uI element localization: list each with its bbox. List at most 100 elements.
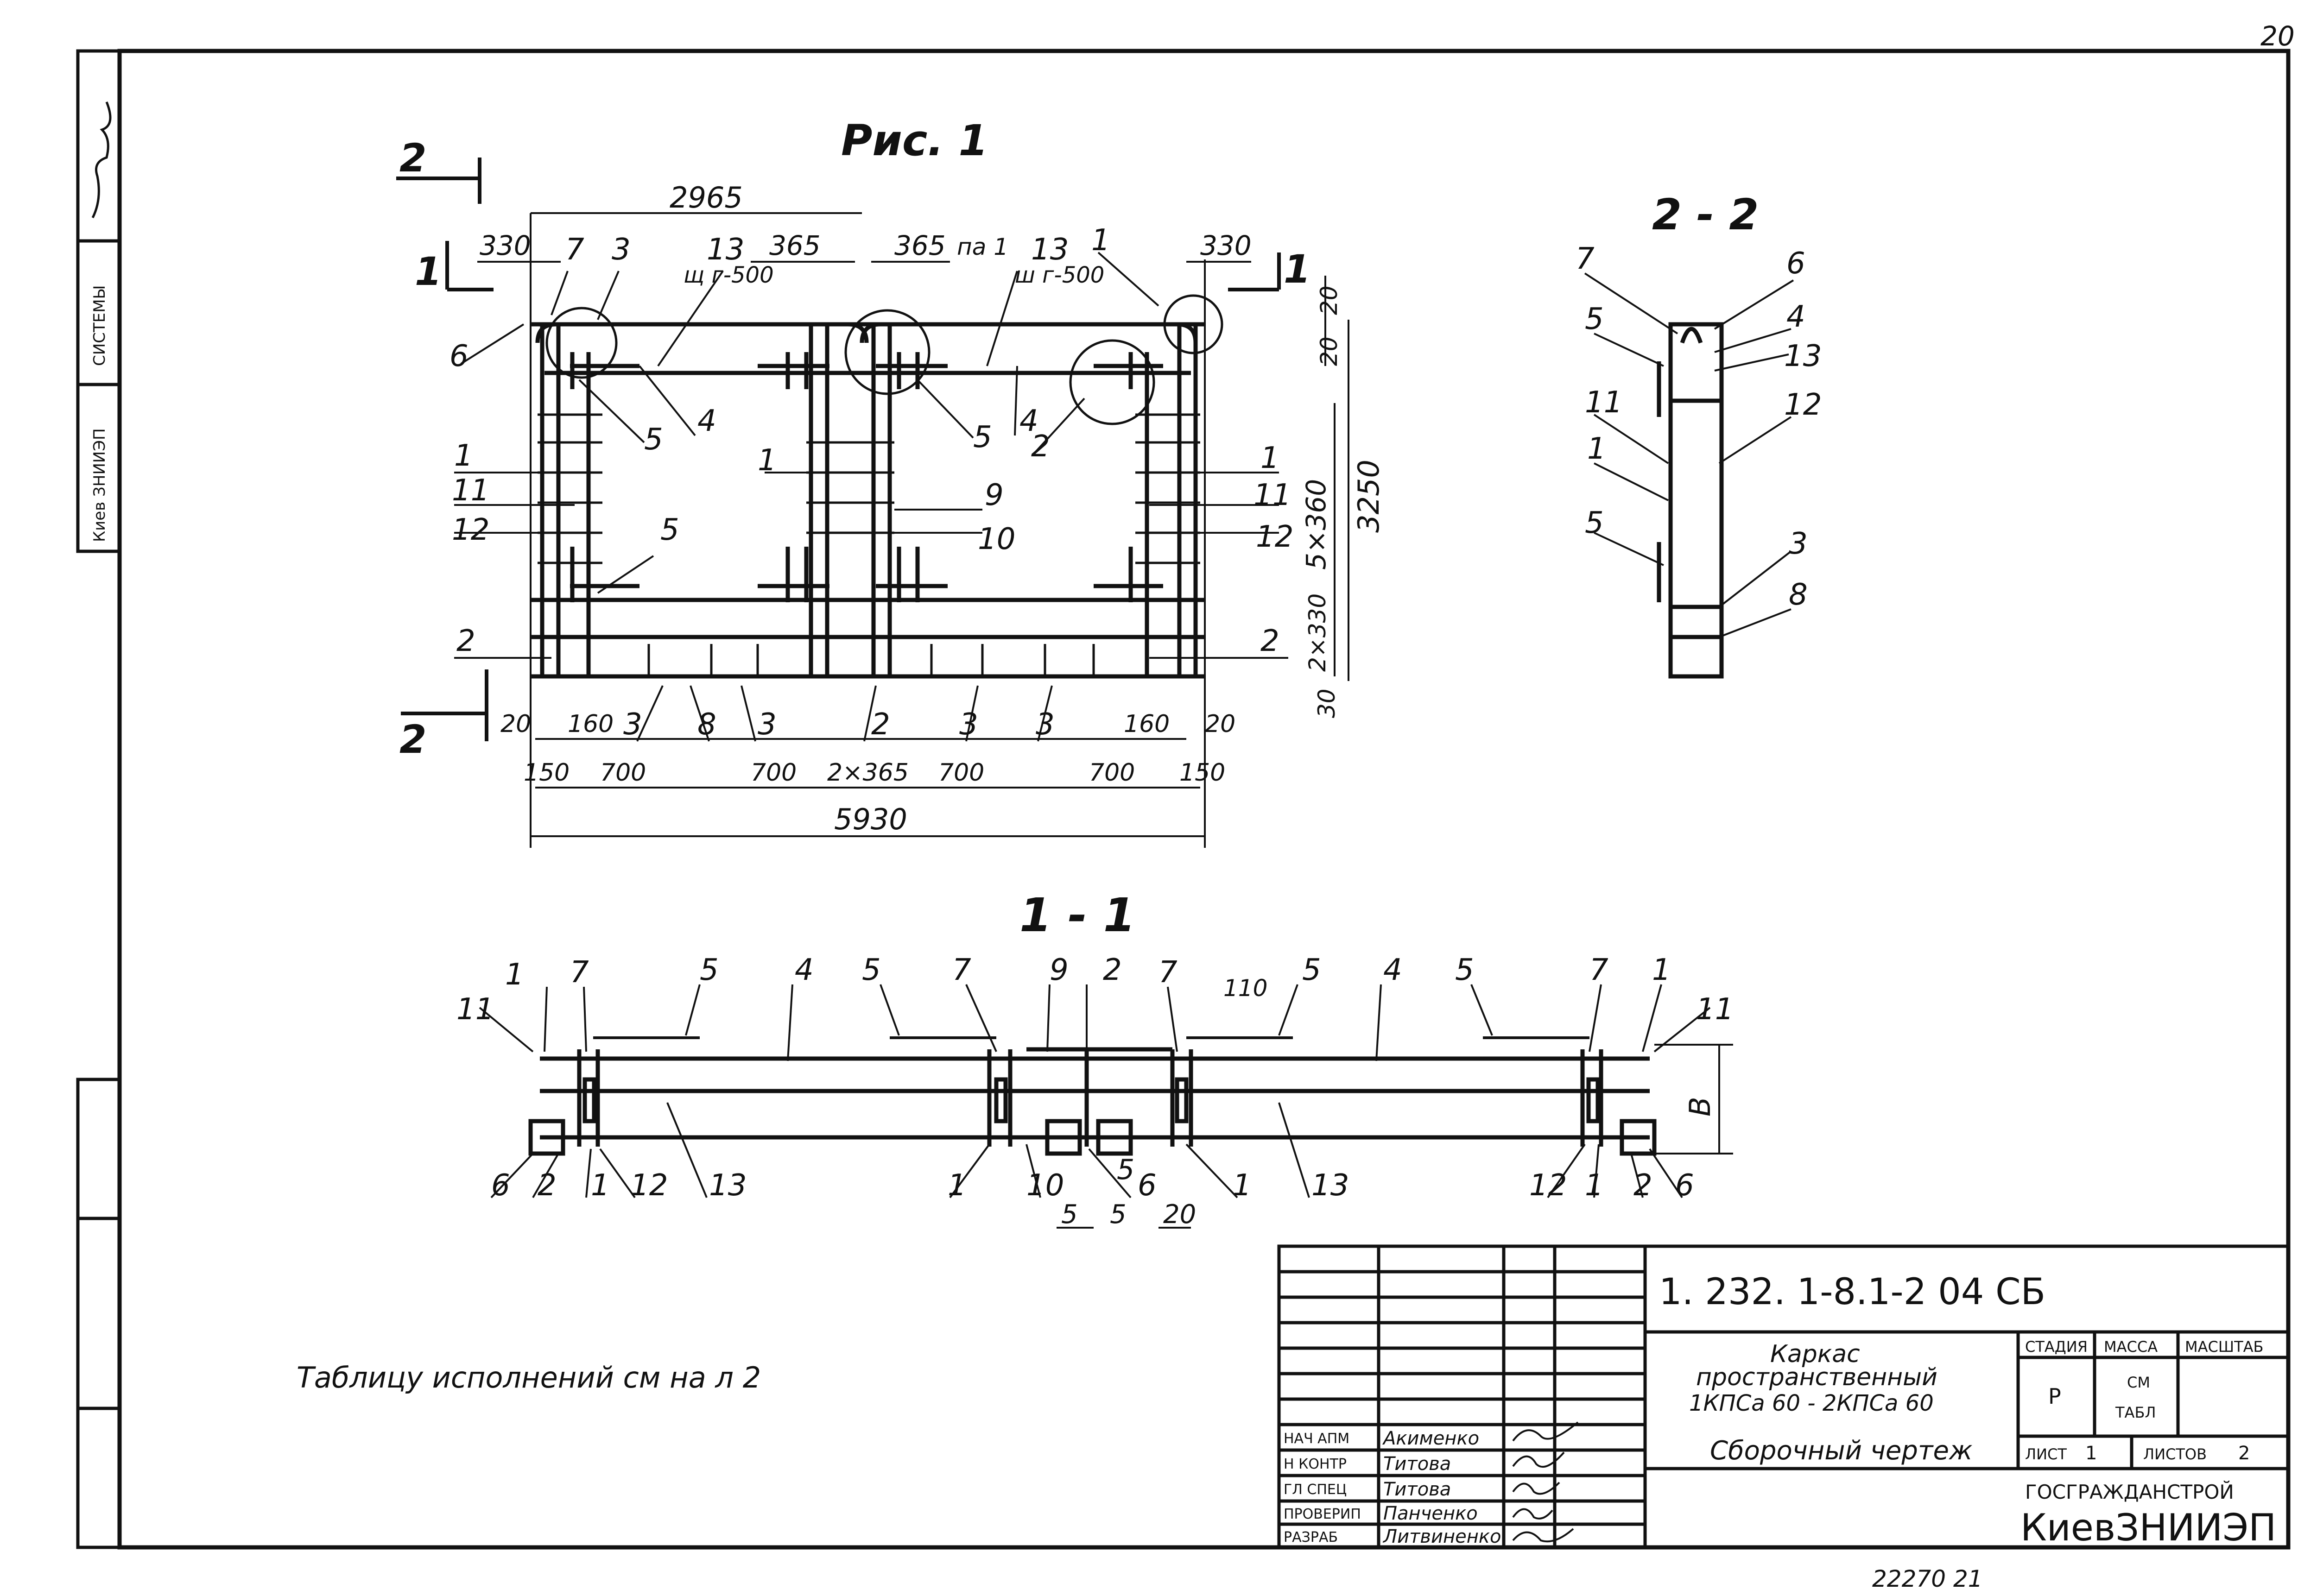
name-2: Титова bbox=[1383, 1453, 1451, 1475]
callout-3-b3: 3 bbox=[959, 707, 978, 742]
callout-5-b: 5 bbox=[973, 420, 992, 454]
sec22-title: 2 - 2 bbox=[1652, 190, 1759, 240]
section-marker-1-left bbox=[445, 241, 494, 291]
callout-4-b: 4 bbox=[1019, 404, 1038, 438]
sec22-callout-7: 7 bbox=[1576, 242, 1595, 276]
sec11-top-11a: 11 bbox=[456, 992, 494, 1027]
sheet-value: 1 bbox=[2085, 1443, 2097, 1464]
sec11-bot-12b: 12 bbox=[1529, 1168, 1567, 1203]
callout-3-b4: 3 bbox=[1036, 707, 1055, 742]
sec11-top-7a: 7 bbox=[570, 955, 589, 990]
sec11-bot-13b: 13 bbox=[1311, 1168, 1349, 1203]
mass-value-1: СМ bbox=[2127, 1374, 2150, 1391]
callout-3-b2: 3 bbox=[758, 707, 777, 742]
header-stage: СТАДИЯ bbox=[2025, 1338, 2088, 1356]
section-1-1: 1 - 1 bbox=[456, 888, 1734, 1230]
note-shag-right: ш г-500 bbox=[1015, 262, 1104, 288]
sec11-top-7b: 7 bbox=[952, 953, 971, 987]
callout-2-circle: 2 bbox=[1031, 429, 1050, 464]
note-shag-left: щ г-500 bbox=[684, 262, 774, 288]
role-2: Н КОНТР bbox=[1284, 1456, 1347, 1472]
dim-700-b: 700 bbox=[751, 759, 797, 787]
org-line-2: КиевЗНИИЭП bbox=[2020, 1506, 2276, 1549]
fig1-title: Рис. 1 bbox=[841, 116, 988, 165]
callout-4-a: 4 bbox=[697, 404, 716, 438]
sec22-body bbox=[1657, 322, 1724, 679]
sec11-bot-1b: 1 bbox=[948, 1168, 967, 1203]
sec11-dimline-b bbox=[1654, 1044, 1733, 1154]
sec22-callout-5: 5 bbox=[1585, 302, 1604, 336]
dim-160-bl: 160 bbox=[568, 710, 614, 738]
title-block bbox=[1277, 1244, 2290, 1549]
sec11-top-1b: 1 bbox=[1652, 953, 1671, 987]
callout-3-b1: 3 bbox=[623, 707, 642, 742]
sheet-frame bbox=[117, 49, 2291, 1550]
section-2-label-bottom: 2 bbox=[399, 717, 426, 762]
sec11-top-4a: 4 bbox=[795, 953, 814, 987]
sheets-label: ЛИСТОВ bbox=[2143, 1445, 2207, 1463]
sheets-value: 2 bbox=[2238, 1443, 2250, 1464]
stamp-org-label: Киев ЗНИИЭП bbox=[90, 428, 109, 542]
callout-13-right: 13 bbox=[1031, 233, 1069, 267]
sec22-callout-11: 11 bbox=[1585, 385, 1622, 420]
callout-11-right: 11 bbox=[1253, 478, 1291, 512]
sec11-bot-6a: 6 bbox=[491, 1168, 510, 1203]
sec11-bot-6b: 6 bbox=[1138, 1168, 1157, 1203]
sec22-callout-5b: 5 bbox=[1585, 506, 1604, 540]
sec11-bot-10: 10 bbox=[1026, 1168, 1064, 1203]
note-pa1: па 1 bbox=[957, 233, 1008, 260]
sec11-bot-1a: 1 bbox=[591, 1168, 610, 1203]
sec22-callout-8: 8 bbox=[1789, 578, 1808, 612]
name-5: Литвиненко bbox=[1382, 1526, 1501, 1547]
name-4: Панченко bbox=[1383, 1503, 1478, 1524]
sec22-callout-1: 1 bbox=[1587, 432, 1606, 466]
callout-2-left: 2 bbox=[456, 624, 475, 658]
sec11-top-11b: 11 bbox=[1696, 992, 1734, 1027]
dim-365-b: 365 bbox=[894, 230, 946, 261]
footer-number: 22270 21 bbox=[1872, 1565, 1983, 1592]
header-scale: МАСШТАБ bbox=[2185, 1338, 2263, 1356]
role-5: РАЗРАБ bbox=[1284, 1529, 1338, 1546]
dim-330-left: 330 bbox=[480, 230, 531, 261]
stamp-signature bbox=[91, 101, 112, 219]
left-stamp bbox=[76, 49, 121, 1549]
product-name-3: 1КПСа 60 - 2КПСа 60 bbox=[1689, 1390, 1934, 1416]
sec11-top-7c: 7 bbox=[1158, 955, 1177, 990]
mass-value-2: ТАБЛ bbox=[2115, 1404, 2156, 1421]
callout-11-left: 11 bbox=[452, 473, 489, 508]
dimension-lines bbox=[477, 212, 1349, 848]
product-name-2: пространственный bbox=[1696, 1363, 1937, 1391]
sec11-body bbox=[528, 1047, 1657, 1156]
dim-150-r: 150 bbox=[1179, 759, 1225, 787]
sec22-callout-3: 3 bbox=[1789, 527, 1808, 561]
sec22-callout-4: 4 bbox=[1786, 300, 1805, 334]
embedded-plates bbox=[570, 352, 1163, 602]
dim-2x365: 2×365 bbox=[827, 759, 909, 787]
sec11-height-label: B bbox=[1683, 1097, 1717, 1117]
sec11-bot-5a: 5 bbox=[1117, 1154, 1134, 1186]
sec11-leaders bbox=[479, 984, 1711, 1229]
dim-700-d: 700 bbox=[1089, 759, 1135, 787]
product-name-1: Каркас bbox=[1770, 1340, 1860, 1368]
sec11-top-7d: 7 bbox=[1589, 953, 1608, 987]
callout-1-right: 1 bbox=[1260, 441, 1279, 475]
signatures bbox=[1512, 1421, 1579, 1543]
callout-12-left: 12 bbox=[452, 513, 489, 547]
hooks bbox=[535, 322, 1198, 343]
section-2-2: 2 - 2 7 6 5 4 13 11 12 1 5 3 8 bbox=[1576, 190, 1822, 679]
sec11-top-5c: 5 bbox=[1302, 953, 1321, 987]
sec11-bot-2a: 2 bbox=[538, 1168, 557, 1203]
sec11-top-5d: 5 bbox=[1455, 953, 1474, 987]
sec11-bot-1d: 1 bbox=[1585, 1168, 1604, 1203]
callout-6: 6 bbox=[449, 339, 468, 373]
section-marker-1-right bbox=[1228, 252, 1281, 291]
dim-20-br: 20 bbox=[1205, 710, 1235, 738]
sec11-bot-12a: 12 bbox=[630, 1168, 668, 1203]
callout-9: 9 bbox=[985, 478, 1004, 512]
section-marker-2-top bbox=[396, 158, 481, 204]
name-1: Акименко bbox=[1382, 1428, 1479, 1449]
sec11-dim-5b: 5 bbox=[1110, 1199, 1127, 1230]
dim-160-br: 160 bbox=[1124, 710, 1170, 738]
dim-3250: 3250 bbox=[1352, 460, 1386, 533]
